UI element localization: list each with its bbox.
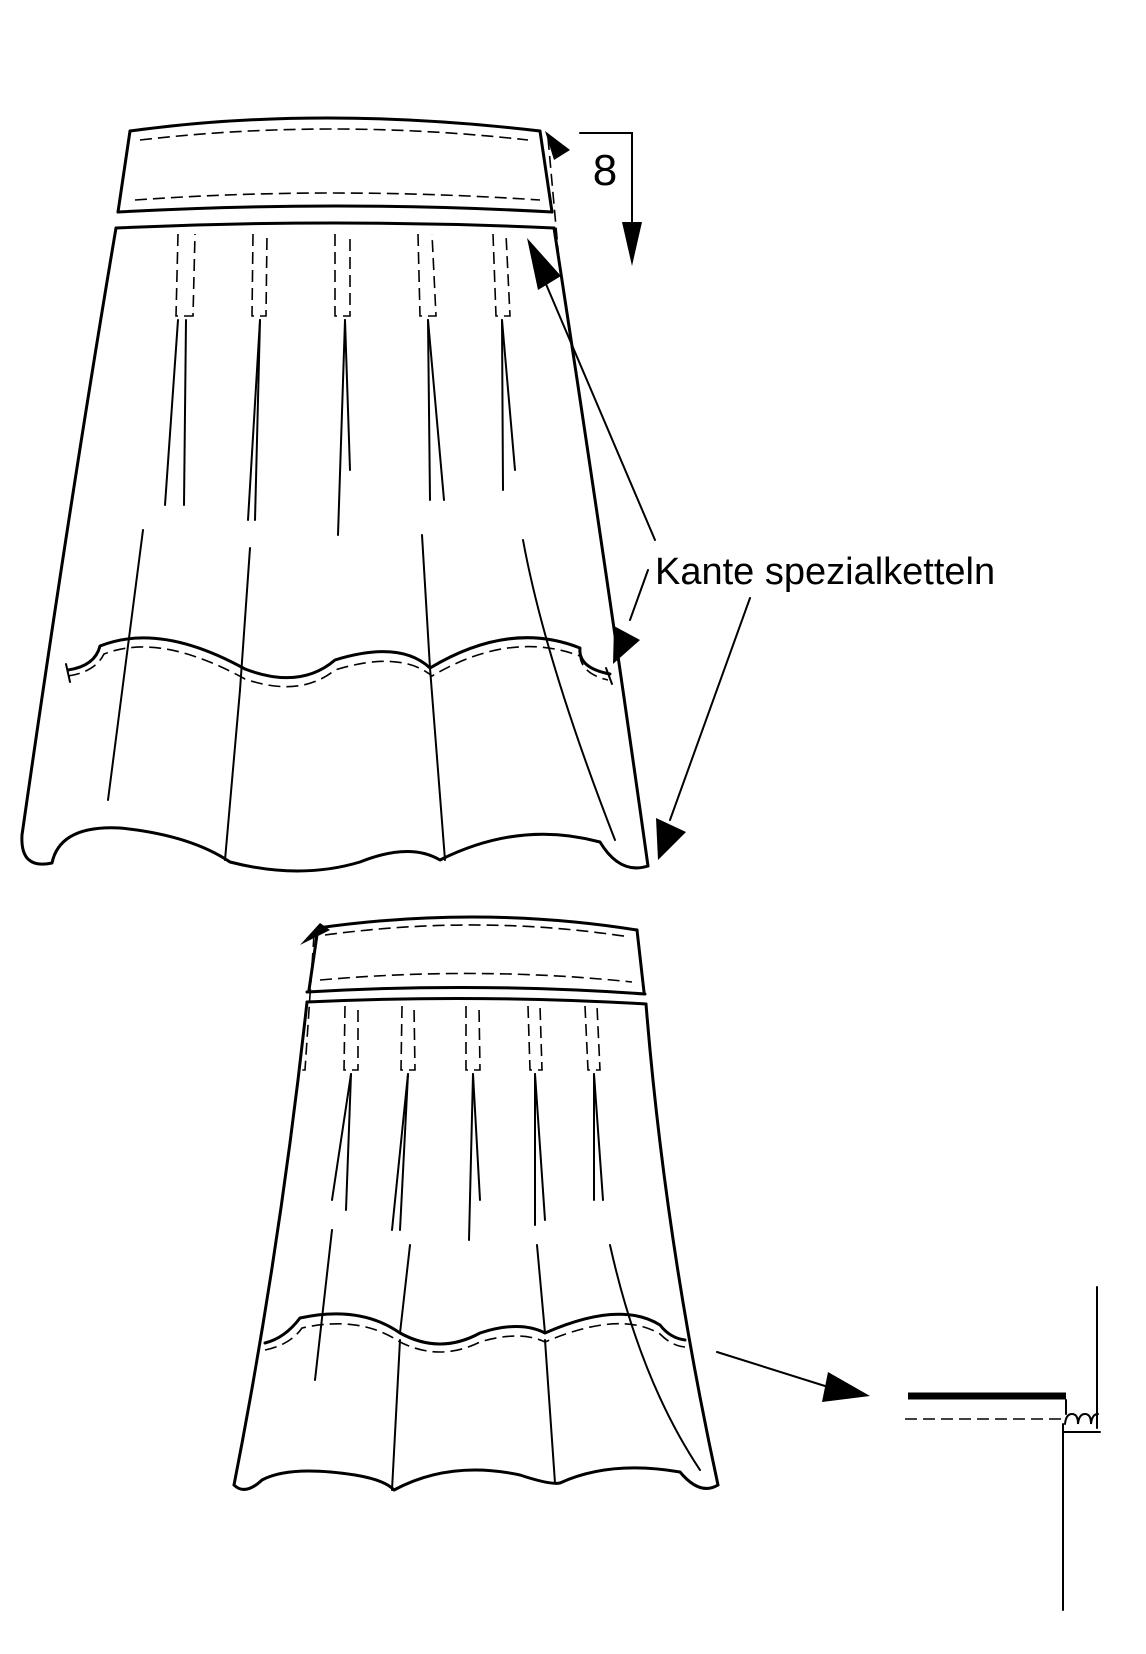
dimension-label: 8 (593, 146, 617, 195)
leader-arrow-waist (527, 238, 561, 290)
skirt-body-top (20, 226, 650, 873)
dimension-start-arrow-head (545, 131, 570, 160)
waistband-top (114, 116, 560, 261)
hem-detail (716, 1286, 1101, 1611)
waistband-bottom (298, 915, 648, 1071)
waistband-bottom-arrow-head (300, 923, 330, 945)
callout-leaders: Kante spezialketteln (527, 238, 995, 860)
detail-arrow-head (822, 1372, 870, 1402)
dimension-arrow-head (622, 222, 642, 266)
skirt-front-view-bottom (232, 915, 720, 1492)
callout-label: Kante spezialketteln (655, 551, 995, 593)
skirt-body-bottom (232, 1000, 720, 1492)
skirt-front-view-top (20, 116, 650, 873)
dimension-8: 8 (545, 131, 642, 266)
pleats-bottom (314, 1005, 701, 1471)
leader-arrow-tier (613, 626, 640, 664)
leader-arrow-hem (656, 818, 686, 860)
pleats-top (107, 233, 616, 841)
